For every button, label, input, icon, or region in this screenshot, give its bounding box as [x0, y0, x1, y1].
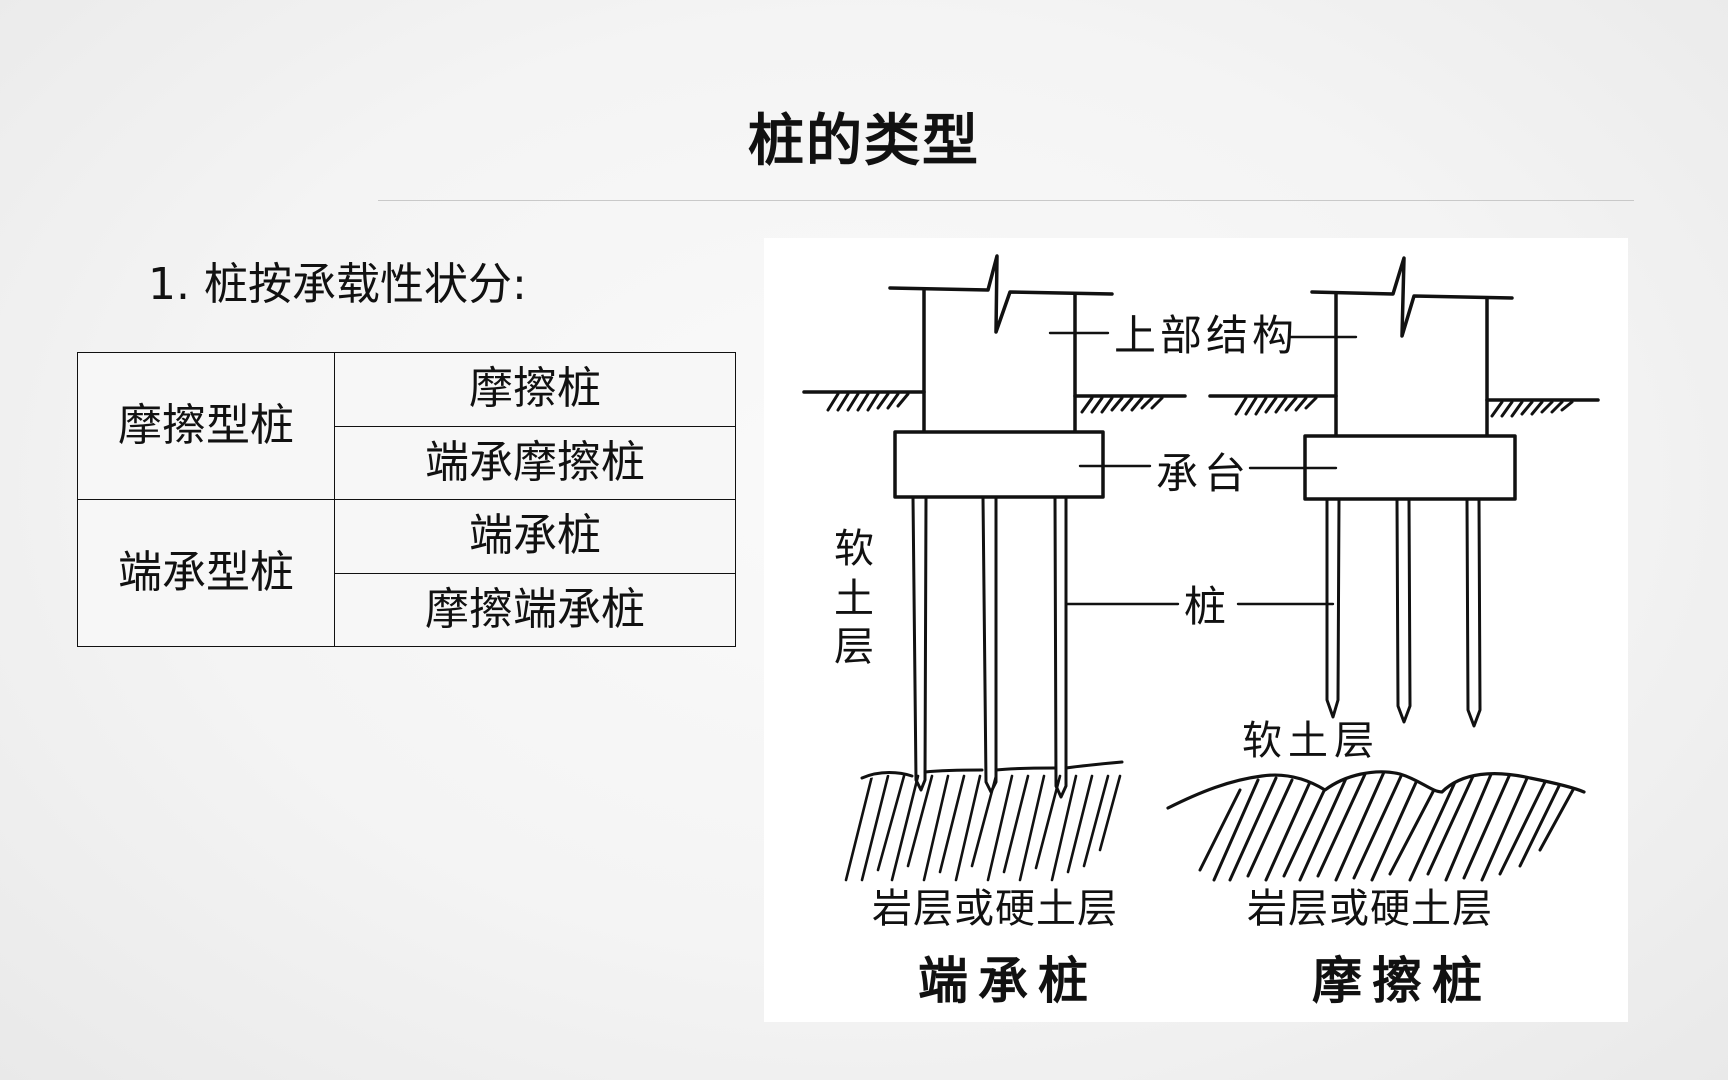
label-pile-cap: 承台: [1156, 449, 1252, 498]
ground-hatch: [826, 392, 1164, 414]
pile: [981, 495, 998, 794]
label-soft-soil-vertical-2: 土: [834, 576, 874, 622]
rock-hatch: [1198, 771, 1576, 882]
pile: [1395, 497, 1412, 724]
table-row: 摩擦型桩 摩擦桩: [77, 352, 736, 500]
pile: [1465, 497, 1482, 728]
pile-diagram: 上部结构 承台 桩 软 土 层 软土层 岩层或硬土层 岩层或硬土层 端承桩 摩擦…: [764, 238, 1628, 1022]
superstructure-break-line: [1310, 256, 1514, 338]
pile-diagram-svg: 上部结构 承台 桩 软 土 层 软土层 岩层或硬土层 岩层或硬土层 端承桩 摩擦…: [802, 254, 1600, 1010]
category-cell: 摩擦型桩: [77, 352, 335, 500]
label-pile: 桩: [1184, 582, 1226, 631]
subtype-cell: 摩擦桩: [334, 352, 736, 427]
friction-diagram: [1166, 256, 1600, 882]
label-soft-soil-vertical-3: 层: [834, 624, 874, 670]
table-row: 摩擦端承桩: [78, 572, 736, 647]
table-row: 端承摩擦桩: [78, 425, 736, 500]
subtype-cell: 端承桩: [334, 499, 736, 574]
pile-cap: [1303, 434, 1517, 501]
caption-end-bearing-pile: 端承桩: [918, 952, 1098, 1010]
section-heading: 1. 桩按承载性状分:: [148, 259, 527, 310]
pile-cap: [893, 430, 1105, 499]
classification-table: 摩擦型桩 摩擦桩 端承摩擦桩 端承型桩 端承桩 摩擦端承桩: [77, 352, 736, 647]
label-rock-layer-right: 岩层或硬土层: [1247, 886, 1493, 932]
subtype-cell: 端承摩擦桩: [334, 425, 736, 500]
ground-hatch: [1234, 396, 1574, 418]
rock-surface: [860, 760, 1124, 780]
pile: [1053, 495, 1068, 799]
label-soft-soil-vertical-1: 软: [834, 526, 874, 572]
label-superstructure: 上部结构: [1114, 311, 1298, 360]
piles: [1325, 497, 1482, 728]
piles: [911, 495, 1068, 799]
table-row: 端承型桩 端承桩: [77, 499, 736, 647]
rock-hatch: [844, 774, 1122, 882]
slide-title: 桩的类型: [748, 109, 980, 174]
title-divider: [378, 200, 1634, 201]
pile: [911, 495, 928, 792]
subtype-cell: 摩擦端承桩: [334, 572, 736, 647]
label-soft-soil: 软土层: [1242, 718, 1380, 764]
label-rock-layer-left: 岩层或硬土层: [872, 886, 1118, 932]
caption-friction-pile: 摩擦桩: [1312, 952, 1492, 1010]
superstructure-break-line: [888, 254, 1114, 334]
end-bearing-diagram: [802, 254, 1187, 882]
pile: [1325, 497, 1341, 719]
category-cell: 端承型桩: [77, 499, 335, 647]
